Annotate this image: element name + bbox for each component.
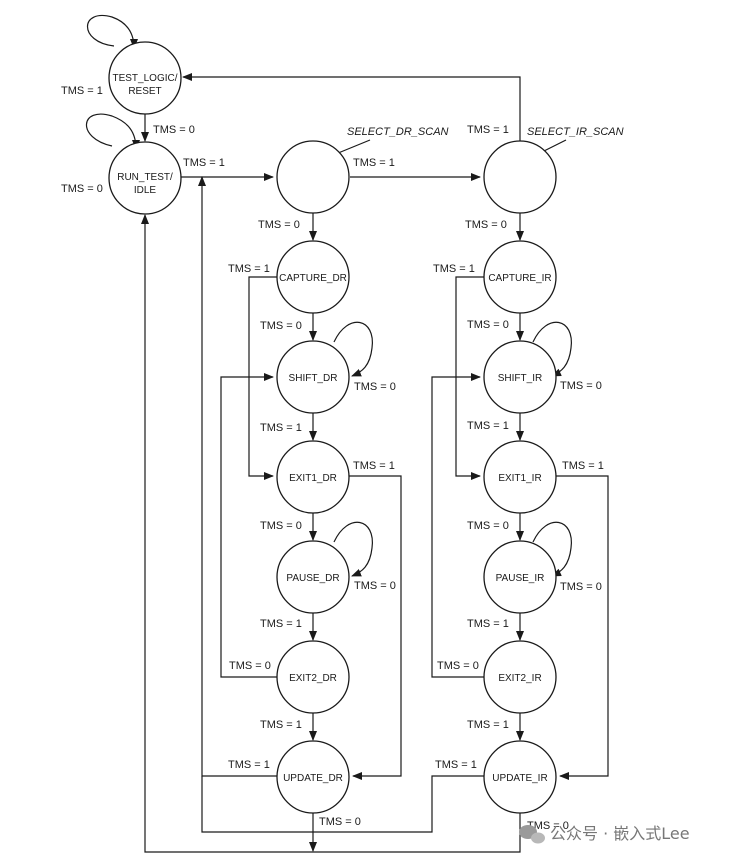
state-label-capture-dr: CAPTURE_DR [279,273,347,284]
tms-label-pause-ir-to-exit2-ir: TMS = 1 [467,618,509,630]
state-label-pause-dr: PAUSE_DR [286,573,339,584]
tms-label-update-dr-to-select-dr: TMS = 1 [228,759,270,771]
tms-label-exit1-dr-to-pause-dr: TMS = 0 [260,520,302,532]
edge-exit1-dr-to-update-dr [349,475,402,780]
state-exit1-dr: EXIT1_DR [276,440,350,514]
tms-label-capture-ir-to-exit1-ir: TMS = 1 [433,263,475,275]
tms-label-pause-ir-self: TMS = 0 [560,581,602,593]
edge-select-ir-to-reset [182,73,521,141]
tms-label-exit1-ir-to-pause-ir: TMS = 0 [467,520,509,532]
edge-self-loop-pause-ir [532,521,572,577]
edge-self-loop-shift-dr [333,321,373,377]
tms-label-shift-ir-self: TMS = 0 [560,380,602,392]
state-exit2-ir: EXIT2_IR [483,640,557,714]
edge-update-ir-to-select-dr [201,775,484,833]
state-label-exit2-ir: EXIT2_IR [498,673,541,684]
state-update-ir: UPDATE_IR [483,740,557,814]
state-capture-ir: CAPTURE_IR [483,240,557,314]
tms-label-shift-dr-to-exit1-dr: TMS = 1 [260,422,302,434]
state-label-update-dr: UPDATE_DR [283,773,343,784]
tms-label-pause-dr-self: TMS = 0 [354,580,396,592]
edge-exit2-ir-to-shift-ir [431,373,484,678]
edge-exit2-dr-to-shift-dr [220,373,277,678]
state-exit1-ir: EXIT1_IR [483,440,557,514]
state-update-dr: UPDATE_DR [276,740,350,814]
tms-label-update-ir-to-select-dr: TMS = 1 [435,759,477,771]
tms-label-select-ir-to-capture-ir: TMS = 0 [465,219,507,231]
tms-label-idle-to-select-dr: TMS = 1 [183,157,225,169]
state-label-shift-ir: SHIFT_IR [498,373,542,384]
tms-label-exit2-ir-to-update-ir: TMS = 1 [467,719,509,731]
tms-label-select-dr-to-capture-dr: TMS = 0 [258,219,300,231]
edge-exit1-ir-to-update-ir [556,475,609,780]
tms-label-exit1-ir-to-update-ir: TMS = 1 [562,460,604,472]
tms-label-select-ir-to-reset: TMS = 1 [467,124,509,136]
edge-self-loop-pause-dr [333,521,373,577]
watermark-text: 公众号 · 嵌入式Lee [550,824,690,843]
wechat-icon [519,825,545,844]
tms-label-reset-self: TMS = 1 [61,85,103,97]
state-shift-dr: SHIFT_DR [276,340,350,414]
state-label-capture-ir: CAPTURE_IR [488,273,551,284]
state-capture-dr: CAPTURE_DR [276,240,350,314]
edge-self-loop-run-test-idle [85,113,140,150]
state-run-test-idle: RUN_TEST/ IDLE [108,141,182,215]
state-pause-ir: PAUSE_IR [483,540,557,614]
tms-label-capture-dr-to-shift-dr: TMS = 0 [260,320,302,332]
tms-label-exit1-dr-to-update-dr: TMS = 1 [353,460,395,472]
tms-label-update-ir-to-idle: TMS = 0 [527,820,569,832]
tms-label-shift-ir-to-exit1-ir: TMS = 1 [467,420,509,432]
tms-label-capture-ir-to-shift-ir: TMS = 0 [467,319,509,331]
tms-label-idle-self: TMS = 0 [61,183,103,195]
state-label-test-logic-reset-line1: TEST_LOGIC/ [112,73,177,84]
tms-label-exit2-dr-to-update-dr: TMS = 1 [260,719,302,731]
tms-label-capture-dr-to-exit1-dr: TMS = 1 [228,263,270,275]
state-label-run-test-idle-line1: RUN_TEST/ [117,172,173,183]
state-label-pause-ir: PAUSE_IR [496,573,545,584]
state-exit2-dr: EXIT2_DR [276,640,350,714]
state-label-shift-dr: SHIFT_DR [289,373,338,384]
state-label-update-ir: UPDATE_IR [492,773,547,784]
edge-self-loop-test-logic-reset [87,14,138,49]
tms-label-pause-dr-to-exit2-dr: TMS = 1 [260,618,302,630]
tms-label-exit2-ir-to-shift-ir: TMS = 0 [437,660,479,672]
tms-label-shift-dr-self: TMS = 0 [354,381,396,393]
state-test-logic-reset: TEST_LOGIC/ RESET [108,41,182,115]
watermark: 公众号 · 嵌入式Lee [519,824,690,844]
tms-label-select-dr-to-select-ir: TMS = 1 [353,157,395,169]
tms-label-update-dr-to-idle: TMS = 0 [319,816,361,828]
state-label-exit2-dr: EXIT2_DR [289,673,337,684]
state-label-exit1-dr: EXIT1_DR [289,473,337,484]
state-label-run-test-idle-line2: IDLE [134,185,157,196]
state-label-test-logic-reset-line2: RESET [128,86,161,97]
tms-label-reset-to-idle: TMS = 0 [153,124,195,136]
tms-label-exit2-dr-to-shift-dr: TMS = 0 [229,660,271,672]
state-select-dr-scan [276,140,350,214]
callout-select-ir-scan: SELECT_IR_SCAN [527,126,624,138]
state-pause-dr: PAUSE_DR [276,540,350,614]
state-shift-ir: SHIFT_IR [483,340,557,414]
state-label-exit1-ir: EXIT1_IR [498,473,541,484]
state-select-ir-scan [483,140,557,214]
callout-select-dr-scan: SELECT_DR_SCAN [347,126,449,138]
edge-self-loop-shift-ir [532,321,572,377]
